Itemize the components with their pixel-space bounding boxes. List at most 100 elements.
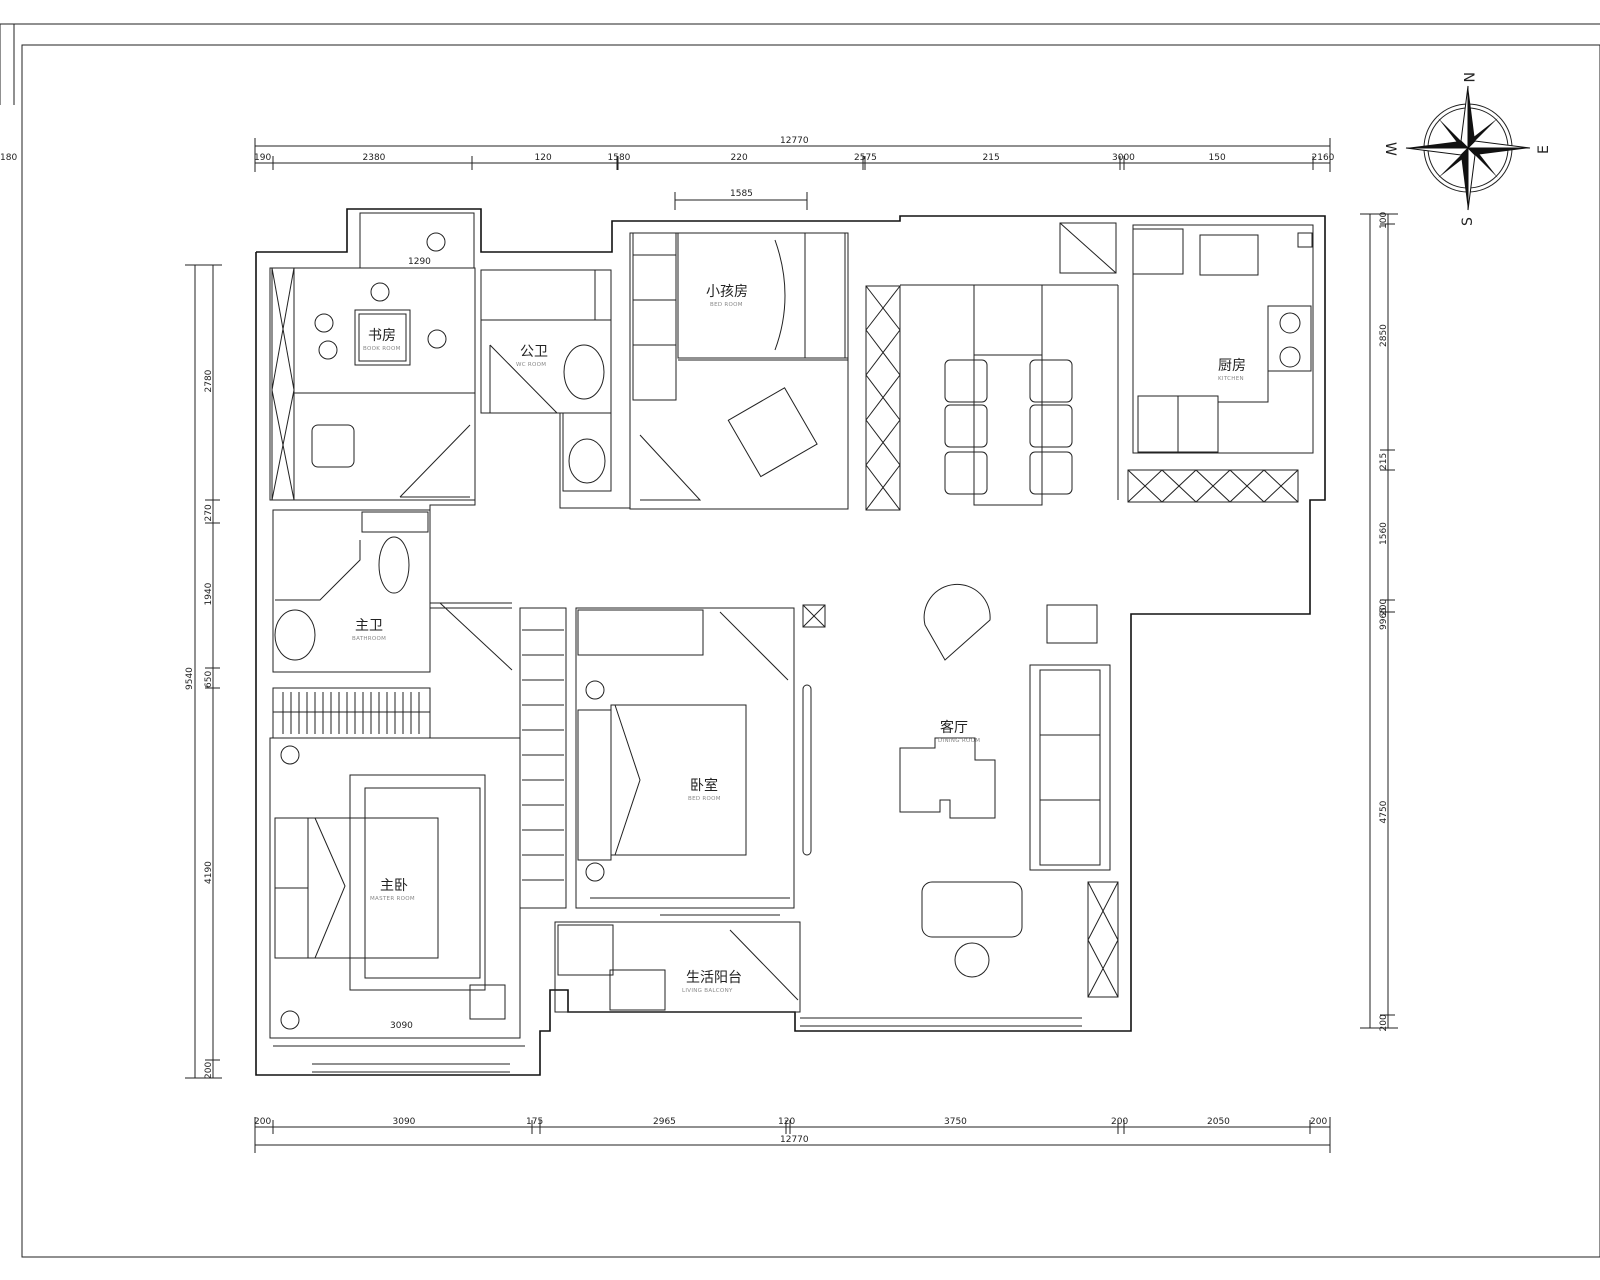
dim-top-segment: 2160 bbox=[1312, 153, 1335, 163]
room-bedroom-zh: 卧室 bbox=[690, 777, 718, 794]
room-master-zh: 主卧 bbox=[380, 878, 408, 894]
dim-top-inner: 1585 bbox=[730, 189, 753, 199]
chair-icon bbox=[727, 387, 818, 478]
dim-top-segment: 215 bbox=[983, 153, 1000, 163]
dim-top-segment: 190 bbox=[254, 153, 271, 163]
room-balcony-zh: 生活阳台 bbox=[686, 970, 742, 986]
master-bathroom: 主卫 BATHROOM bbox=[272, 509, 431, 673]
compass-east: E bbox=[1536, 145, 1552, 154]
washer-icon bbox=[1132, 228, 1184, 275]
dining-table-icon bbox=[973, 284, 1043, 506]
washer-icon bbox=[609, 969, 666, 1011]
room-study-zh: 书房 bbox=[368, 328, 396, 344]
dim-top-segment: 2575 bbox=[854, 153, 877, 163]
plant-icon bbox=[314, 313, 334, 333]
basin-icon bbox=[274, 609, 316, 661]
wardrobe-icon bbox=[577, 609, 704, 656]
bedroom: 卧室 BED ROOM bbox=[575, 604, 826, 916]
dim-top-segment: 220 bbox=[731, 153, 748, 163]
wardrobe-icon bbox=[632, 232, 677, 401]
basin-icon bbox=[568, 438, 606, 484]
dim-right-segment: 2850 bbox=[1379, 324, 1389, 347]
compass-west: W bbox=[1382, 142, 1398, 156]
ottoman-icon bbox=[921, 881, 1023, 938]
dim-bottom-segment: 3750 bbox=[944, 1117, 967, 1127]
dim-master-width: 3090 bbox=[390, 1021, 413, 1031]
counter-icon bbox=[1127, 469, 1299, 503]
dim-right-segment: 100 bbox=[1379, 212, 1389, 229]
dim-bottom-segment: 200 bbox=[254, 1117, 271, 1127]
dining-chair-icon bbox=[944, 451, 988, 495]
dim-bottom-segment: 2965 bbox=[653, 1117, 676, 1127]
room-balcony-en: LIVING BALCONY bbox=[682, 988, 733, 994]
outer-walls bbox=[255, 208, 1326, 1076]
dim-bottom-segment: 200 bbox=[1111, 1117, 1128, 1127]
dim-bottom-segment: 200 bbox=[1310, 1117, 1327, 1127]
room-bath-zh: 主卫 bbox=[355, 618, 383, 634]
compass-south: S bbox=[1460, 217, 1476, 226]
plant-icon bbox=[427, 329, 447, 349]
dining-area bbox=[900, 222, 1119, 506]
dim-bottom-total: 12770 bbox=[780, 1135, 809, 1145]
toilet-icon bbox=[378, 536, 410, 594]
dim-bottom-segment: 3090 bbox=[393, 1117, 416, 1127]
dim-left-segment: 200 bbox=[204, 1062, 214, 1079]
room-study-en: BOOK ROOM bbox=[363, 346, 401, 352]
lamp-icon bbox=[585, 862, 605, 882]
plant-icon bbox=[318, 340, 338, 360]
lamp-icon bbox=[585, 680, 605, 700]
room-kids-en: BED ROOM bbox=[710, 302, 743, 308]
dim-right-total: 9965 bbox=[1379, 607, 1389, 630]
dimension-left: 9540 2780 270 1940 650 4190 200 bbox=[185, 264, 222, 1079]
armchair-icon bbox=[311, 424, 355, 468]
dining-chair-icon bbox=[1029, 404, 1073, 448]
tv-cabinet-icon bbox=[1087, 881, 1119, 998]
wardrobe-column bbox=[519, 607, 567, 909]
room-living-en: DINING ROOM bbox=[938, 738, 980, 744]
kitchen: 厨房 KITCHEN bbox=[1127, 224, 1314, 503]
lamp-icon bbox=[280, 1010, 300, 1030]
sofa-icon bbox=[1029, 664, 1111, 871]
room-public-wc-zh: 公卫 bbox=[520, 344, 548, 360]
lamp-icon bbox=[280, 745, 300, 765]
bed-icon bbox=[610, 704, 747, 856]
master-bedroom: 主卧 MASTER ROOM 3090 bbox=[269, 737, 525, 1047]
dim-left-segment: 4190 bbox=[204, 861, 214, 884]
dim-top-segment: 180 bbox=[0, 153, 17, 163]
plant-icon bbox=[426, 232, 446, 252]
dim-right-segment: 1560 bbox=[1379, 522, 1389, 545]
room-kitchen-en: KITCHEN bbox=[1218, 376, 1244, 382]
master-closet bbox=[272, 687, 431, 739]
compass-north: N bbox=[1460, 72, 1476, 82]
dining-chair-icon bbox=[1029, 359, 1073, 403]
dim-left-segment: 1940 bbox=[204, 582, 214, 605]
dim-left-total: 9540 bbox=[185, 667, 195, 690]
room-kitchen-zh: 厨房 bbox=[1218, 358, 1246, 374]
dim-top-segment: 150 bbox=[1209, 153, 1226, 163]
fridge-icon bbox=[1059, 222, 1117, 274]
cabinet-strip bbox=[865, 285, 901, 511]
coffee-table-icon bbox=[899, 737, 996, 819]
dim-study-width: 1290 bbox=[408, 257, 431, 267]
dim-bottom-segment: 120 bbox=[778, 1117, 795, 1127]
dim-top-segment: 1580 bbox=[608, 153, 631, 163]
dim-left-segment: 2780 bbox=[204, 369, 214, 392]
dim-left-segment: 650 bbox=[204, 671, 214, 688]
room-kids-zh: 小孩房 bbox=[706, 284, 748, 300]
kids-room: 小孩房 BED ROOM bbox=[629, 232, 849, 510]
dim-top-total: 12770 bbox=[780, 136, 809, 146]
dim-bottom-segment: 2050 bbox=[1207, 1117, 1230, 1127]
stove-icon bbox=[1267, 305, 1312, 372]
toilet-icon bbox=[563, 344, 605, 400]
dining-chair-icon bbox=[944, 359, 988, 403]
room-bedroom-en: BED ROOM bbox=[688, 796, 721, 802]
rug-icon bbox=[349, 774, 486, 991]
compass-rose-icon: N S E W bbox=[1382, 72, 1552, 226]
plant-icon bbox=[370, 282, 390, 302]
dim-left-segment: 270 bbox=[204, 504, 214, 521]
room-public-wc-en: WC ROOM bbox=[516, 362, 546, 368]
dim-top-segment: 3000 bbox=[1112, 153, 1135, 163]
